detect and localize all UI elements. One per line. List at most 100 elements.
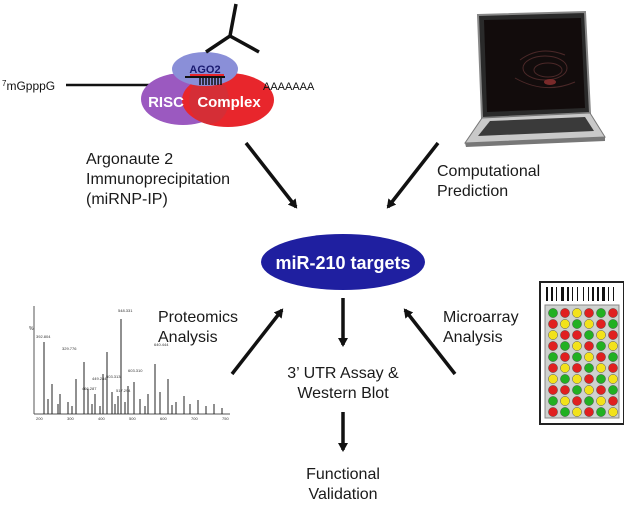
spectrum-peak-label: 517.294 (116, 388, 131, 393)
proteomics-line-2: Analysis (158, 329, 218, 346)
microarray-line-2: Analysis (443, 329, 503, 346)
base-pairs (199, 77, 222, 85)
microarray-spot (596, 396, 606, 406)
microarray-spot (560, 374, 570, 384)
microarray-spot (548, 330, 558, 340)
spectrum-peak-label: 503.313 (106, 374, 121, 379)
proteomics-label: Proteomics Analysis (158, 308, 238, 348)
utr-label: 3’ UTR Assay & Western Blot (268, 364, 418, 404)
microarray-spot (608, 363, 618, 373)
functional-label: Functional Validation (283, 465, 403, 505)
spectrum-peak-label: 466.287 (82, 386, 97, 391)
microarray-spot (548, 407, 558, 417)
spectrum-x-tick: 200 (36, 416, 43, 421)
microarray-spot (596, 374, 606, 384)
proteomics-line-1: Proteomics (158, 309, 239, 326)
microarray-spot (572, 396, 582, 406)
utr-line-2: Western Blot (297, 385, 389, 402)
microarray-spot (608, 352, 618, 362)
microarray-spot (560, 330, 570, 340)
center-ellipse (261, 234, 425, 290)
microarray-spot (584, 396, 594, 406)
microarray-spot (548, 319, 558, 329)
mass-spectrum: % 392.804548.331329.776449.284466.287503… (29, 306, 230, 421)
microarray-spot (608, 385, 618, 395)
argonaute-label: Argonaute 2 Immunoprecipitation (miRNP-I… (86, 150, 230, 210)
microarray-spot (596, 407, 606, 417)
microarray-spot (572, 341, 582, 351)
computational-line-2: Prediction (437, 183, 509, 200)
spectrum-x-tick: 500 (129, 416, 136, 421)
microarray-spot (584, 363, 594, 373)
microarray-spot (572, 352, 582, 362)
polya-label: AAAAAAA (263, 81, 315, 93)
spectrum-peak-label: 392.804 (36, 334, 51, 339)
arrow-computational (386, 141, 440, 209)
computational-label: Computational Prediction (437, 162, 540, 202)
microarray-spot (548, 308, 558, 318)
microarray-spot (560, 396, 570, 406)
spectrum-peak-label: 329.776 (62, 346, 77, 351)
microarray-spot (596, 308, 606, 318)
center-node: miR-210 targets (261, 234, 425, 290)
microarray-spot (572, 319, 582, 329)
complex-label: Complex (197, 94, 261, 111)
spectrum-x-tick: 300 (67, 416, 74, 421)
barcode-icon (546, 287, 614, 301)
microarray-spot (584, 341, 594, 351)
microarray-line-1: Microarray (443, 309, 519, 326)
microarray-spot (560, 308, 570, 318)
spectrum-peak-label: 603.310 (128, 368, 143, 373)
computational-line-1: Computational (437, 163, 541, 180)
microarray-spot (596, 319, 606, 329)
spectrum-x-tick: 600 (160, 416, 167, 421)
spectrum-peak-label: 640.444 (154, 342, 169, 347)
microarray-spot (560, 363, 570, 373)
utr-line-1: 3’ UTR Assay & (287, 365, 399, 382)
microarray-spot (584, 374, 594, 384)
risc-label: RISC (148, 94, 184, 111)
microarray-spot (608, 407, 618, 417)
microarray-spot (548, 352, 558, 362)
risc-schematic: AGO2 RISC Complex 7mGpppG AAAAAAA (2, 3, 315, 127)
microarray-spot (548, 385, 558, 395)
microarray-spot (572, 407, 582, 417)
microarray-spot (608, 308, 618, 318)
microarray-spot (548, 396, 558, 406)
microarray-spot (584, 407, 594, 417)
arrows (230, 141, 457, 452)
microarray-spot (608, 374, 618, 384)
microarray-spot (572, 385, 582, 395)
microarray-label: Microarray Analysis (443, 308, 519, 348)
argonaute-line-3: (miRNP-IP) (86, 191, 168, 208)
spectrum-peak-label: 449.284 (92, 376, 107, 381)
antibody-icon (205, 3, 260, 54)
spectrum-y-label: % (29, 326, 34, 332)
microarray-spot (572, 374, 582, 384)
spectrum-x-tick: 400 (98, 416, 105, 421)
microarray-spot (572, 308, 582, 318)
microarray-spot (584, 352, 594, 362)
microarray-spot (572, 363, 582, 373)
microarray-spot (548, 341, 558, 351)
microarray-spot (608, 330, 618, 340)
microarray-spot (596, 341, 606, 351)
argonaute-line-1: Argonaute 2 (86, 151, 174, 168)
microarray-spot (560, 319, 570, 329)
cap-label: 7mGpppG (2, 79, 55, 93)
microarray-chip (539, 281, 624, 425)
risc-overlap (189, 76, 229, 124)
ago2-label: AGO2 (189, 64, 220, 76)
microarray-spot (560, 341, 570, 351)
microarray-spot (596, 385, 606, 395)
microarray-spot (560, 352, 570, 362)
arrow-proteomics (230, 308, 284, 376)
microarray-spot (560, 385, 570, 395)
functional-line-2: Validation (308, 486, 378, 503)
microarray-spot (548, 363, 558, 373)
arrow-microarray (403, 308, 457, 376)
microarray-spot (608, 396, 618, 406)
microarray-spot (596, 363, 606, 373)
microarray-spot (608, 319, 618, 329)
